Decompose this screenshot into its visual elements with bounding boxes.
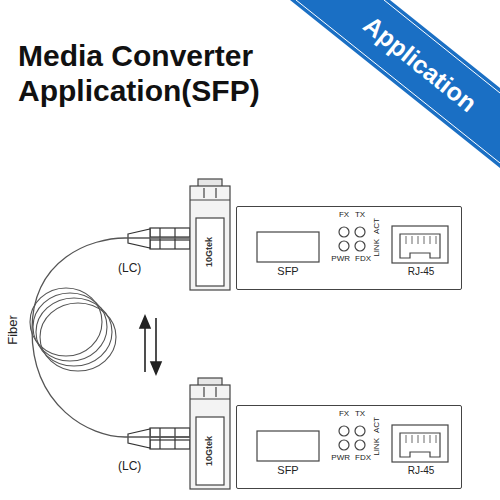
led-label: ACT <box>373 417 382 433</box>
sfp-module-body <box>190 179 230 489</box>
led-label: FX <box>339 211 349 220</box>
led-label: ACT <box>373 218 382 234</box>
port-label: RJ-45 <box>408 465 435 476</box>
converter-ports <box>257 226 448 462</box>
port-label: RJ-45 <box>408 266 435 277</box>
led-label: LINK <box>373 239 382 257</box>
cable-label: Fiber <box>6 315 20 345</box>
led-label: PWR <box>331 255 350 264</box>
brand-label: 10Gtek <box>205 436 215 466</box>
port-label: SFP <box>277 464 298 476</box>
sfp-module: 10Gtek <box>190 385 230 489</box>
direction-arrows <box>140 316 161 374</box>
banner-edge <box>296 0 500 163</box>
led-label: FDX <box>355 454 371 463</box>
brand-label: 10Gtek <box>205 237 215 267</box>
led-label: TX <box>355 410 365 419</box>
media-converter: SFP FX TX PWR FDXLINK ACT RJ-45 <box>236 206 462 290</box>
led-label: TX <box>355 211 365 220</box>
port-label: SFP <box>277 265 298 277</box>
media-converter: SFP FX TX PWR FDXLINK ACT RJ-45 <box>236 405 462 489</box>
fiber-cable <box>32 238 190 437</box>
led-label: FX <box>339 410 349 419</box>
led-label: LINK <box>373 438 382 456</box>
led-label: PWR <box>331 454 350 463</box>
banner-stripe <box>290 0 500 168</box>
connector-label: (LC) <box>118 262 141 275</box>
led-label: FDX <box>355 255 371 264</box>
fiber-coil <box>30 288 116 371</box>
sfp-module: 10Gtek <box>190 186 230 290</box>
diagram-title: Media Converter Application(SFP) <box>18 38 318 108</box>
connector-label: (LC) <box>118 460 141 473</box>
